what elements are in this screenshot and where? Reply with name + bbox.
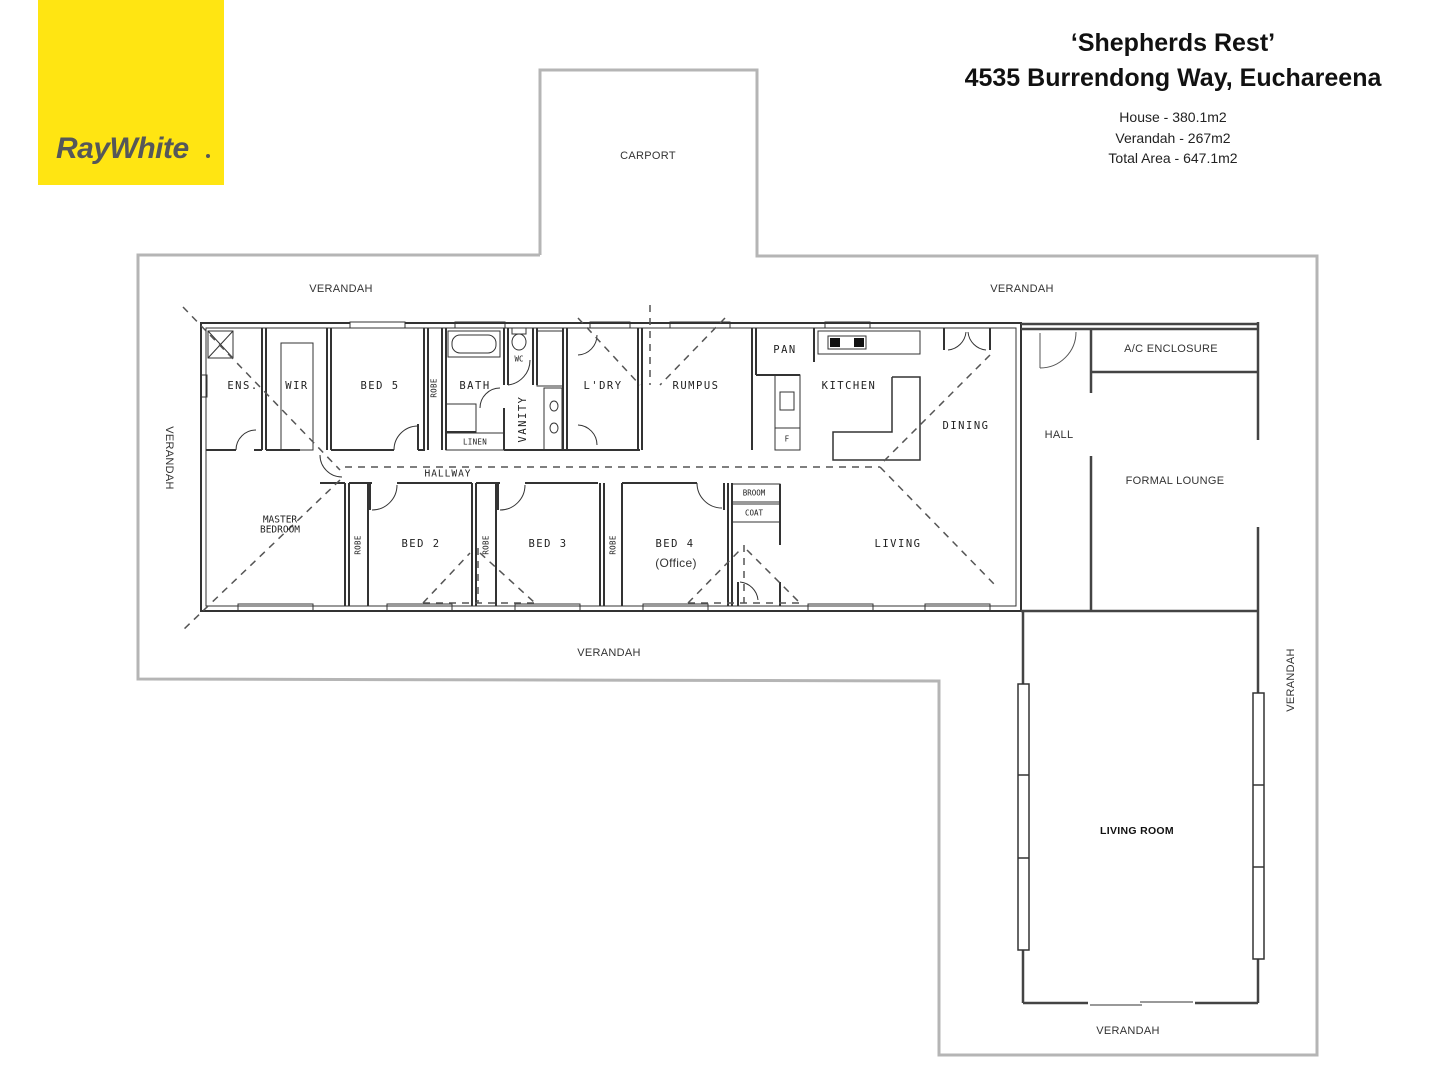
label-kitchen: KITCHEN	[821, 380, 877, 392]
total-area: Total Area - 647.1m2	[1108, 150, 1238, 166]
label-pantry: PAN	[773, 344, 797, 356]
dashed-lines	[182, 305, 996, 631]
brand-name: RayWhite	[56, 132, 189, 165]
label-bath: BATH	[459, 380, 491, 392]
label-fridge: F	[784, 434, 790, 444]
label-verandah-right: VERANDAH	[1285, 648, 1297, 712]
label-wc: WC	[514, 354, 524, 364]
label-dining: DINING	[942, 420, 990, 432]
label-bed5: BED 5	[360, 380, 400, 392]
label-formal-lounge: FORMAL LOUNGE	[1125, 475, 1225, 487]
interior-walls	[206, 327, 1022, 606]
label-master-1: MASTER	[262, 514, 298, 526]
house-area: House - 380.1m2	[1119, 109, 1227, 125]
label-laundry: L'DRY	[583, 380, 623, 392]
label-robe-bed5: ROBE	[429, 378, 439, 398]
right-wing-walls	[1021, 322, 1260, 1005]
door-swings	[235, 331, 987, 601]
ray-white-logo: RayWhite	[38, 0, 224, 185]
label-hall: HALL	[1044, 429, 1074, 441]
label-bed3: BED 3	[528, 538, 568, 550]
label-verandah-top-left: VERANDAH	[309, 283, 373, 295]
label-verandah-bottom: VERANDAH	[577, 647, 641, 659]
label-verandah-bottom-right: VERANDAH	[1096, 1025, 1160, 1037]
label-master-2: BEDROOM	[259, 524, 301, 536]
living-room-windows	[1017, 683, 1265, 960]
label-coat: COAT	[744, 508, 764, 518]
hall-door-swing	[1039, 331, 1077, 369]
label-rumpus: RUMPUS	[672, 380, 720, 392]
label-wir: WIR	[285, 380, 309, 392]
property-title: ‘Shepherds Rest’ 4535 Burrendong Way, Eu…	[940, 26, 1406, 96]
label-living: LIVING	[874, 538, 922, 550]
label-carport: CARPORT	[620, 150, 676, 162]
label-bed4: BED 4	[655, 538, 695, 550]
property-name: ‘Shepherds Rest’	[1070, 29, 1276, 57]
label-broom: BROOM	[742, 488, 766, 498]
sliding-door	[1090, 1001, 1193, 1006]
area-summary: House - 380.1m2 Verandah - 267m2 Total A…	[1040, 107, 1306, 169]
property-address: 4535 Burrendong Way, Euchareena	[964, 64, 1382, 92]
label-bed2: BED 2	[401, 538, 441, 550]
label-linen: LINEN	[462, 437, 488, 447]
label-robe-bed4: ROBE	[608, 535, 618, 555]
label-living-room: LIVING ROOM	[1100, 825, 1174, 837]
label-ensuite: ENS.	[227, 380, 259, 392]
label-verandah-top-right: VERANDAH	[990, 283, 1054, 295]
label-bed4-office: (Office)	[655, 556, 697, 570]
brand-dot	[206, 154, 210, 158]
verandah-outline	[136, 68, 1319, 1057]
verandah-area: Verandah - 267m2	[1115, 129, 1231, 146]
label-ac-enclosure: A/C ENCLOSURE	[1124, 343, 1218, 355]
label-vanity: VANITY	[517, 395, 529, 443]
label-robe-bed2: ROBE	[353, 535, 363, 555]
label-verandah-left: VERANDAH	[163, 426, 175, 490]
label-robe-bed3: ROBE	[481, 535, 491, 555]
label-hallway: HALLWAY	[424, 468, 472, 480]
